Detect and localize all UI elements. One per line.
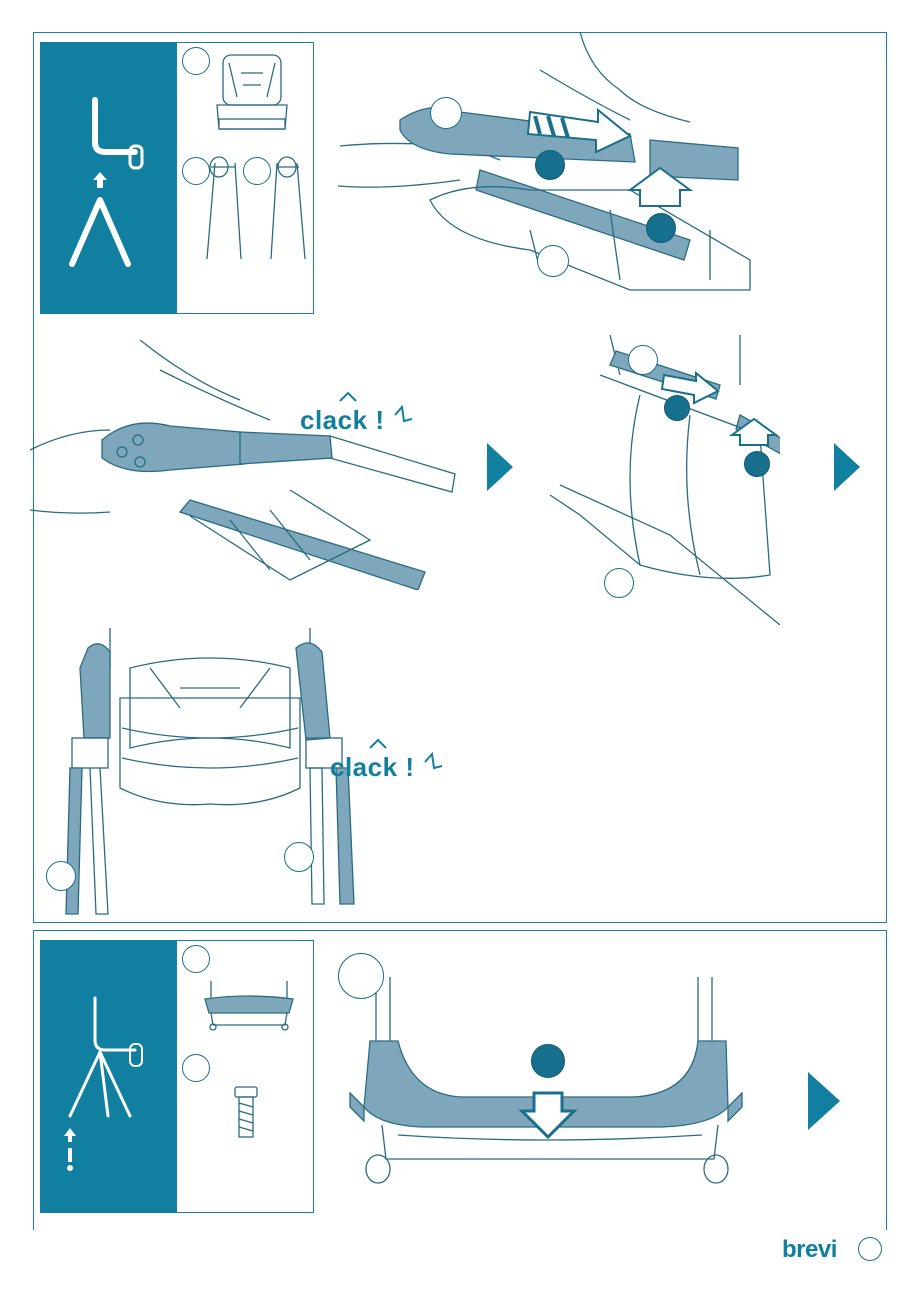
step-marker: [182, 945, 210, 973]
parts-panel-bottom: [40, 940, 178, 1213]
step-marker: [430, 97, 462, 129]
legs-assembly-icon: [40, 42, 178, 314]
base-attach-illustration: [342, 975, 752, 1190]
brand-name: brevi: [782, 1236, 837, 1263]
brand-logo: brevi: [782, 1236, 837, 1264]
next-arrow-icon: [808, 1072, 840, 1130]
clack-sound-label: clack !: [330, 752, 414, 783]
next-arrow-icon: [834, 443, 860, 491]
legs-assembled-illustration: [60, 628, 360, 918]
action-marker: [531, 1044, 565, 1078]
step-marker: [243, 157, 271, 185]
action-marker: [744, 451, 770, 477]
step-marker: [182, 47, 210, 75]
step-marker: [46, 861, 76, 891]
step-marker: [537, 245, 569, 277]
action-marker: [664, 395, 690, 421]
step-marker: [338, 953, 384, 999]
next-arrow-icon: [487, 443, 513, 491]
step-marker: [182, 1054, 210, 1082]
step-marker: [628, 345, 658, 375]
action-marker: [646, 213, 676, 243]
clack-spark-icon: [300, 391, 420, 431]
parts-panel-top: [40, 42, 178, 314]
action-marker: [535, 150, 565, 180]
clack-spark-icon: [330, 738, 450, 778]
leg-insert-second-illustration: [540, 335, 780, 625]
clack-sound-label: clack !: [300, 405, 384, 436]
page-number-circle: [858, 1237, 882, 1261]
base-part-illustration: [205, 981, 293, 1030]
screw-part-illustration: [235, 1087, 257, 1137]
step-marker: [604, 568, 634, 598]
step-marker: [284, 842, 314, 872]
seat-part-illustration: [217, 55, 287, 129]
leg-insert-illustration: [30, 340, 470, 590]
step-marker: [182, 157, 210, 185]
base-assembly-icon: [40, 940, 178, 1213]
